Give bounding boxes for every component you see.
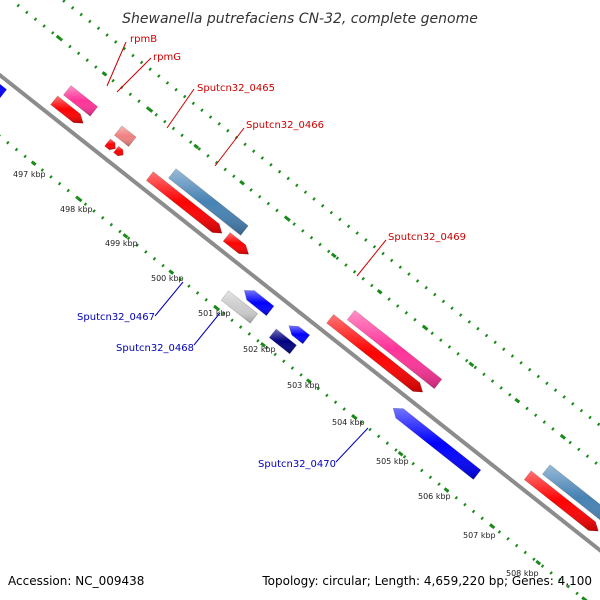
cds-feature-sputcn32-0466[interactable]	[222, 232, 250, 255]
major-tick	[55, 34, 62, 41]
sputcn32-0470-pointer	[335, 427, 369, 463]
blast-hit-feature[interactable]	[542, 464, 600, 531]
tick-dot-row	[60, 0, 600, 428]
genome-backbone	[0, 72, 600, 553]
kbp-label: 504 kbp	[332, 418, 365, 427]
major-tick	[351, 414, 358, 421]
cds-feature-sputcn32-0465[interactable]	[145, 171, 223, 234]
major-tick	[214, 305, 221, 312]
gene-label-rpmg[interactable]: rpmG	[153, 52, 181, 63]
major-tick	[489, 523, 496, 530]
major-tick	[468, 361, 475, 368]
sputcn32-0469-pointer	[356, 239, 387, 277]
major-tick	[285, 216, 291, 222]
kbp-label: 500 kbp	[151, 274, 184, 283]
reverse-gene-feature-sputcn32-0467[interactable]	[243, 290, 275, 317]
major-tick	[122, 233, 129, 239]
major-tick	[560, 434, 567, 440]
major-tick	[422, 325, 429, 331]
major-tick	[443, 487, 450, 493]
rrna-feature[interactable]	[63, 85, 99, 117]
kbp-label: 501 kbp	[198, 309, 231, 318]
sputcn32-0468-pointer	[193, 312, 221, 346]
major-tick	[376, 288, 383, 295]
tick-dot-row	[16, 3, 600, 469]
major-tick	[581, 596, 587, 600]
major-tick	[239, 180, 245, 186]
kbp-label-layer: 497 kbp 498 kbp 499 kbp 500 kbp 501 kbp 502 k…	[13, 170, 539, 578]
trna-feature-rpmg[interactable]	[114, 125, 137, 147]
sputcn32-0465-pointer	[166, 88, 195, 129]
major-tick	[397, 450, 404, 457]
genome-stats-text: Topology: circular; Length: 4,659,220 bp…	[262, 574, 592, 588]
cds-feature-rpmg[interactable]	[113, 145, 124, 157]
cds-feature-sputcn32-0469[interactable]	[326, 314, 424, 393]
gray-feature-sputcn32-0467[interactable]	[220, 290, 259, 324]
rrna-feature-sputcn32-0469[interactable]	[346, 309, 443, 390]
gene-label-layer: rpmB rpmG Sputcn32_0465 Sputcn32_0466 Sp…	[77, 34, 466, 470]
kbp-label: 503 kbp	[287, 381, 320, 390]
accession-text: Accession: NC_009438	[8, 574, 145, 588]
gene-label-sputcn32-0468[interactable]: Sputcn32_0468	[116, 343, 194, 354]
gene-label-sputcn32-0469[interactable]: Sputcn32_0469	[388, 232, 466, 243]
kbp-label: 502 kbp	[243, 345, 276, 354]
major-tick	[514, 397, 521, 404]
kbp-label: 507 kbp	[463, 531, 496, 540]
map-title: Shewanella putrefaciens CN-32, complete …	[122, 11, 478, 27]
cds-feature[interactable]	[523, 470, 599, 532]
reverse-gene-feature-sputcn32-0470[interactable]	[392, 407, 482, 480]
sputcn32-0466-pointer	[214, 127, 245, 167]
kbp-label: 497 kbp	[13, 170, 46, 179]
cds-feature[interactable]	[50, 95, 84, 124]
kbp-label: 506 kbp	[418, 492, 451, 501]
rpmg-pointer	[116, 57, 152, 93]
blast-hit-feature[interactable]	[168, 168, 249, 236]
kbp-label: 498 kbp	[60, 205, 93, 214]
major-tick	[168, 269, 175, 275]
sputcn32-0467-pointer	[154, 281, 184, 317]
gene-label-sputcn32-0467[interactable]: Sputcn32_0467	[77, 312, 155, 323]
feature-layer	[0, 73, 600, 532]
reverse-gene-feature[interactable]	[0, 73, 8, 99]
rpmb-pointer	[106, 41, 127, 87]
major-tick	[30, 160, 37, 166]
major-tick	[330, 252, 337, 259]
major-tick	[76, 196, 83, 203]
gene-label-sputcn32-0466[interactable]: Sputcn32_0466	[246, 120, 324, 131]
gene-label-sputcn32-0465[interactable]: Sputcn32_0465	[197, 83, 275, 94]
navy-feature-sputcn32-0468[interactable]	[268, 328, 297, 355]
tick-dot-row	[0, 134, 588, 600]
cds-feature-rpmb[interactable]	[104, 138, 116, 151]
major-tick	[101, 71, 108, 77]
major-tick	[306, 378, 312, 384]
major-tick	[147, 107, 154, 113]
kbp-label: 505 kbp	[376, 457, 409, 466]
gene-label-sputcn32-0470[interactable]: Sputcn32_0470	[258, 459, 336, 470]
major-tick	[535, 559, 542, 566]
gene-label-rpmb[interactable]: rpmB	[130, 34, 157, 45]
major-tick	[193, 143, 200, 150]
reverse-gene-feature-sputcn32-0468[interactable]	[288, 325, 311, 345]
kbp-label: 508 kbp	[506, 569, 539, 578]
major-tick	[260, 342, 266, 348]
kbp-label: 499 kbp	[105, 239, 138, 248]
